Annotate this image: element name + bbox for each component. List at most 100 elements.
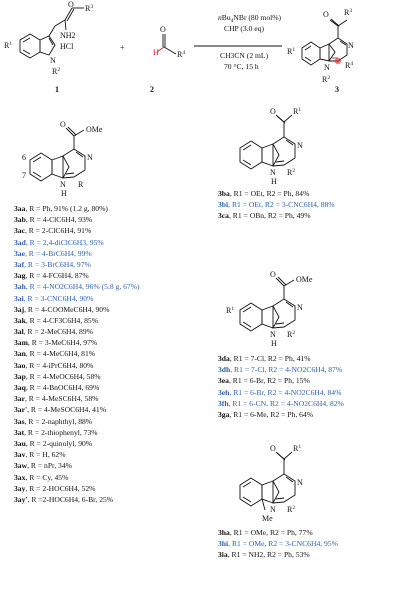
s2-h: H — [271, 177, 277, 186]
compound-code: 3ah — [14, 282, 26, 292]
compound-detail: , R = 4-ClC6H4, 93% — [25, 215, 93, 225]
compound-detail: , R = 4-BnOC6H4, 69% — [25, 383, 100, 392]
compound-code: 3ap — [14, 371, 26, 381]
compound-detail: , R1 = OMe, R2 = Ph, 77% — [229, 528, 313, 537]
compound-detail: , R = 4-iPrC6H4, 80% — [25, 360, 94, 370]
compound-code: 3aq — [14, 383, 26, 392]
s1-o: O — [60, 120, 66, 129]
p3-O: O — [323, 10, 329, 19]
r1-pyrrole — [39, 35, 56, 56]
compound-entry: 3ga, R1 = 6-Me, R2 = Ph, 64% — [218, 409, 344, 420]
compound-entry: 3ag, R = 4-FC6H4, 87% — [14, 270, 140, 281]
s2-r2: R2 — [287, 168, 295, 177]
compound-code: 3aw — [14, 461, 28, 471]
compound-detail: , R = 3-BrC6H4, 97% — [24, 259, 91, 269]
compound-code: 3hi — [218, 539, 229, 549]
compound-entry: 3an, R = 4-MeC6H4, 81% — [14, 348, 140, 359]
compound-detail: , R1 = OEt, R2 = 3-CNC6H4, 88% — [228, 200, 335, 210]
compound-code: 3af — [14, 259, 25, 269]
compound-entry: 3ia, R1 = NH2, R2 = Ph, 53% — [218, 549, 338, 560]
right-compound-list-1: 3ba, R1 = OEt, R2 = Ph, 84%3bi, R1 = OEt… — [218, 188, 335, 222]
s3-pyrrole — [261, 305, 280, 329]
compound-code: 3au — [14, 438, 26, 448]
compound-code: 3ab — [14, 215, 26, 225]
compound-entry: 3ax, R = Cy, 45% — [14, 472, 140, 483]
plus-sign: + — [120, 43, 125, 52]
left-compound-list: 3aa, R = Ph, 91% (1.2 g, 80%)3ab, R = 4-… — [14, 203, 140, 505]
label-2: 2 — [150, 85, 154, 94]
compound-entry: 3aq, R = 4-BnOC6H4, 69% — [14, 382, 140, 393]
s1-r: R — [78, 180, 84, 189]
s3-h: H — [271, 339, 277, 348]
compound-detail: , R1 = OMe, R2 = 3-CNC6H4, 95% — [228, 539, 338, 549]
compound-entry: 3as, R = 2-naphthyl, 88% — [14, 416, 140, 427]
s4-pyrrole — [261, 480, 280, 504]
compound-entry: 3ay, R = 2-HOC6H4, 52% — [14, 483, 140, 494]
compound-code: 3am — [14, 338, 28, 348]
s2-nh: N — [270, 168, 276, 177]
label-3: 3 — [335, 85, 339, 94]
compound-detail: , R1 = 6-Br, R2 = 4-NO2C6H4, 84% — [229, 387, 342, 397]
compound-entry: 3ac, R = 2-ClC6H4, 91% — [14, 225, 140, 236]
compound-entry: 3ao, R = 4-iPrC6H4, 80% — [14, 360, 140, 371]
compound-entry: 3at, R = 2-thiophenyl, 73% — [14, 427, 140, 438]
compound-entry: 3dh, R1 = 7-Cl, R2 = 4-NO2C6H4, 87% — [218, 364, 344, 375]
compound-entry: 3hi, R1 = OMe, R2 = 3-CNC6H4, 95% — [218, 538, 338, 549]
compound-detail: , R = 4-NO2C6H4, 96% (5.8 g, 67%) — [25, 282, 140, 292]
compound-detail: , R = 4-CF3C6H4, 85% — [25, 315, 99, 325]
s4-nh: N — [270, 505, 276, 514]
compound-code: 3an — [14, 349, 26, 359]
compound-code: 3ea — [218, 376, 229, 386]
compound-code: 3ak — [14, 315, 26, 325]
compound-detail: , R = 2-thiophenyl, 73% — [24, 427, 98, 437]
compound-entry: 3av, R = H, 62% — [14, 449, 140, 460]
s2-n: N — [297, 141, 303, 150]
s4-r2: R2 — [287, 505, 295, 514]
r1-N: N — [50, 56, 56, 65]
compound-code: 3aa — [14, 204, 26, 213]
compound-code: 3at — [14, 427, 25, 437]
right-compound-list-3: 3ha, R1 = OMe, R2 = Ph, 77%3hi, R1 = OMe… — [218, 527, 338, 561]
compound-entry: 3al, R = 2-MeC6H4, 89% — [14, 326, 140, 337]
compound-code: 3ae — [14, 248, 25, 258]
compound-entry: 3aj, R = 4-COOMeC6H4, 90% — [14, 304, 140, 315]
compound-detail: , R = 3-CNC6H4, 90% — [23, 293, 94, 303]
s3-o: O — [270, 270, 276, 279]
compound-detail: , R1 = 6-Me, R2 = Ph, 64% — [229, 409, 314, 419]
r1-R2: R2 — [52, 67, 60, 76]
s1-n: N — [87, 153, 93, 162]
compound-entry: 3au, R = 2-quinolyl, 90% — [14, 438, 140, 449]
compound-detail: , R1 = 6-Br, R2 = Ph, 15% — [228, 376, 310, 386]
compound-entry: 3ab, R = 4-ClC6H4, 93% — [14, 214, 140, 225]
s2-r1: R1 — [293, 107, 301, 116]
compound-code: 3fh — [218, 398, 229, 408]
s1-pos7: 7 — [22, 171, 26, 180]
compound-detail: , R = Cy, 45% — [25, 472, 69, 482]
compound-detail: , R1 = OBn, R2 = Ph, 49% — [228, 211, 311, 221]
cond-oxidant: CHP (3.0 eq) — [224, 24, 264, 33]
compound-detail: , R = 2-naphthyl, 88% — [24, 416, 93, 426]
compound-detail: , R = 2-MeC6H4, 89% — [23, 327, 93, 337]
compound-code: 3ay — [14, 483, 26, 493]
compound-code: 3da — [218, 354, 230, 363]
compound-detail: , R1 = 6-CN, R2 = 4-NO2C6H4, 82% — [228, 398, 344, 408]
p3-N2: N — [324, 63, 330, 72]
compound-entry: 3ar, R = 4-MeSC6H4, 58% — [14, 393, 140, 404]
compound-entry: 3ba, R1 = OEt, R2 = Ph, 84% — [218, 188, 335, 199]
compound-code: 3ac — [14, 226, 25, 236]
compound-code: 3bi — [218, 200, 229, 210]
compound-detail: , R = 4-COOMeC6H4, 90% — [24, 304, 110, 314]
s3-r1: R1 — [226, 306, 234, 315]
compound-detail: , R = 2-quinolyl, 90% — [25, 438, 93, 448]
compound-detail: , R1 = 7-Cl, R2 = 4-NO2C6H4, 87% — [230, 365, 343, 375]
compound-code: 3as — [14, 416, 25, 426]
scheme-bonds — [19, 7, 348, 511]
compound-detail: , R = 4-MeSC6H4, 58% — [24, 394, 99, 404]
compound-code: 3av — [14, 450, 26, 460]
compound-entry: 3ak, R = 4-CF3C6H4, 85% — [14, 315, 140, 326]
p3-benzene — [301, 41, 321, 66]
scheme-text: R1 N R2 O R3 NH2 HCl + O H R4 nBu4NBr (8… — [4, 0, 354, 94]
compound-code: 3dh — [218, 365, 231, 375]
s4-me: Me — [262, 514, 273, 523]
r1-R1: R1 — [4, 41, 12, 50]
